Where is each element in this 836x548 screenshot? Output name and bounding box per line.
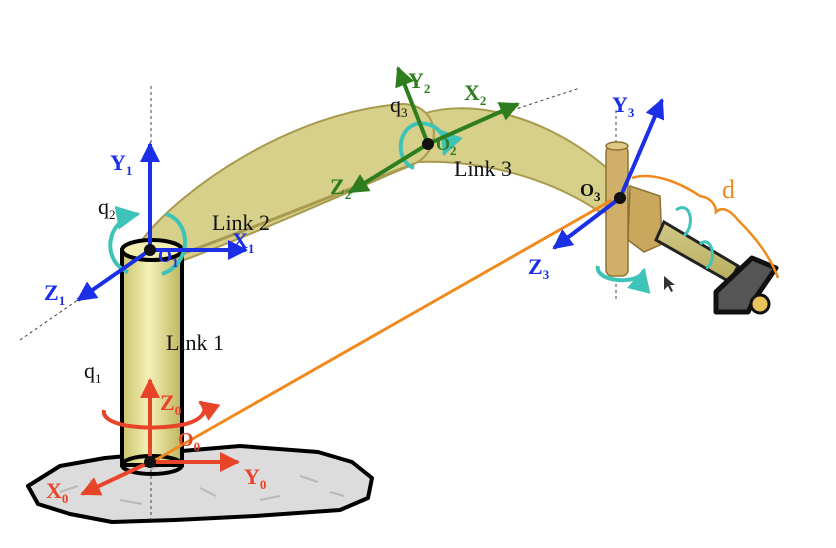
prismatic-ring-1: [675, 206, 692, 238]
x0-axis: [80, 460, 151, 496]
q3-label: q3: [390, 92, 408, 120]
z2-axis: [348, 142, 430, 194]
y3-label: Y3: [612, 92, 635, 120]
wrist-post-top: [605, 141, 629, 151]
y0-label: Y0: [244, 464, 266, 492]
prismatic-ring-2: [699, 240, 715, 270]
link2-label: Link 2: [212, 210, 270, 235]
q2-rotation-arc: [108, 205, 141, 274]
q1-label: q1: [84, 358, 102, 386]
prismatic-bar: [654, 219, 740, 285]
q1-rotation-arc: [101, 400, 221, 430]
x2-axis: [427, 102, 520, 146]
base-to-wrist-line: [151, 198, 613, 464]
q2-rotation-arc-2: [161, 212, 187, 276]
z3-axis: [552, 196, 622, 250]
origin-o2-dot: [422, 138, 434, 150]
wrist-block: [627, 184, 663, 253]
y2-label: Y2: [408, 68, 430, 96]
link3-label: Link 3: [454, 156, 512, 181]
gripper-wheel: [749, 293, 771, 315]
z3-label: Z3: [528, 254, 550, 282]
x2-label: X2: [464, 80, 486, 108]
o2-label: O2: [436, 134, 457, 158]
extension-brace: [631, 174, 780, 279]
x1-label: X1: [232, 228, 254, 256]
o0-label: O0: [178, 429, 200, 454]
wrist-post: [605, 145, 629, 277]
origin-o0-dot: [144, 456, 156, 468]
o1-label: O1: [158, 246, 179, 270]
base-plate: [26, 444, 374, 524]
z2-label: Z2: [330, 174, 351, 202]
extension-d-label: d: [722, 175, 735, 204]
wrist-rotation-arc: [595, 265, 651, 294]
origin-o3-dot: [614, 192, 626, 204]
y1-label: Y1: [110, 150, 132, 178]
o3-label: O3: [580, 180, 601, 204]
z0-label: Z0: [160, 390, 181, 418]
origin-o1-dot: [144, 244, 156, 256]
q2-label: q2: [98, 194, 116, 222]
mouse-cursor-icon: [664, 276, 675, 292]
link1-label: Link 1: [166, 330, 224, 355]
y2-axis: [395, 66, 430, 145]
z1-axis: [76, 248, 152, 302]
y3-axis: [618, 98, 665, 199]
x0-label: X0: [46, 478, 68, 506]
z1-label: Z1: [44, 280, 65, 308]
